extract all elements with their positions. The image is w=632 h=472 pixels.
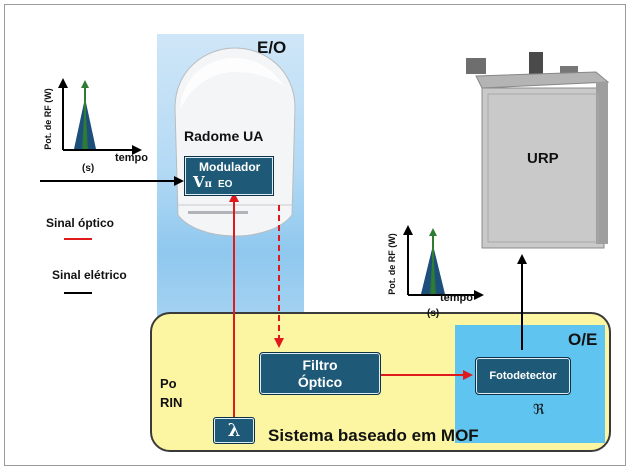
laser-po-label: Po [160,376,177,391]
laser-rin-label: RIN [160,395,183,410]
input-spectrum-ylabel: Pot. de RF (W) [43,88,53,150]
mof-system-title: Sistema baseado em MOF [268,426,479,445]
oe-label: O/E [568,330,598,349]
modulator-title: Modulador [199,160,261,174]
legend-electrical-label: Sinal elétrico [52,268,127,282]
input-spectrum-plot [58,78,142,155]
output-spectrum-xlabel: tempo [440,292,473,304]
modulator-vpi-pi: π [204,179,212,190]
input-spectrum-xunit: (s) [82,163,95,174]
radome-label: Radome UA [184,128,264,144]
photodetector-to-urp-arrow [517,254,527,350]
urp-label: URP [527,150,559,167]
optical-filter-box: Filtro Óptico [259,352,381,395]
responsivity-symbol: ℜ [533,402,545,418]
photodetector-label: Fotodetector [489,370,557,382]
output-spectrum-xunit: (s) [427,308,440,319]
laser-to-modulator-arrow [229,192,239,418]
output-spectrum-plot [403,225,484,300]
modulator-box: Modulador Vπ EO [184,156,274,196]
modulator-vpi-v: V [193,173,205,191]
modulator-to-filter-arrow [274,205,284,348]
laser-lambda-symbol: λ [227,420,241,441]
laser-source-box: λ [213,417,255,444]
optical-filter-line1: Filtro [302,356,338,373]
modulator-eo-sub: EO [217,179,233,190]
eo-label: E/O [257,38,287,57]
electrical-input-arrow [40,176,184,186]
input-spectrum-xlabel: tempo [115,152,148,164]
photodetector-box: Fotodetector [475,357,571,395]
legend-optical-label: Sinal óptico [46,216,115,230]
urp-cabinet [466,52,610,249]
optical-filter-line2: Óptico [297,373,343,390]
filter-to-photodetector-arrow [381,370,473,380]
output-spectrum-ylabel: Pot. de RF (W) [387,233,397,295]
